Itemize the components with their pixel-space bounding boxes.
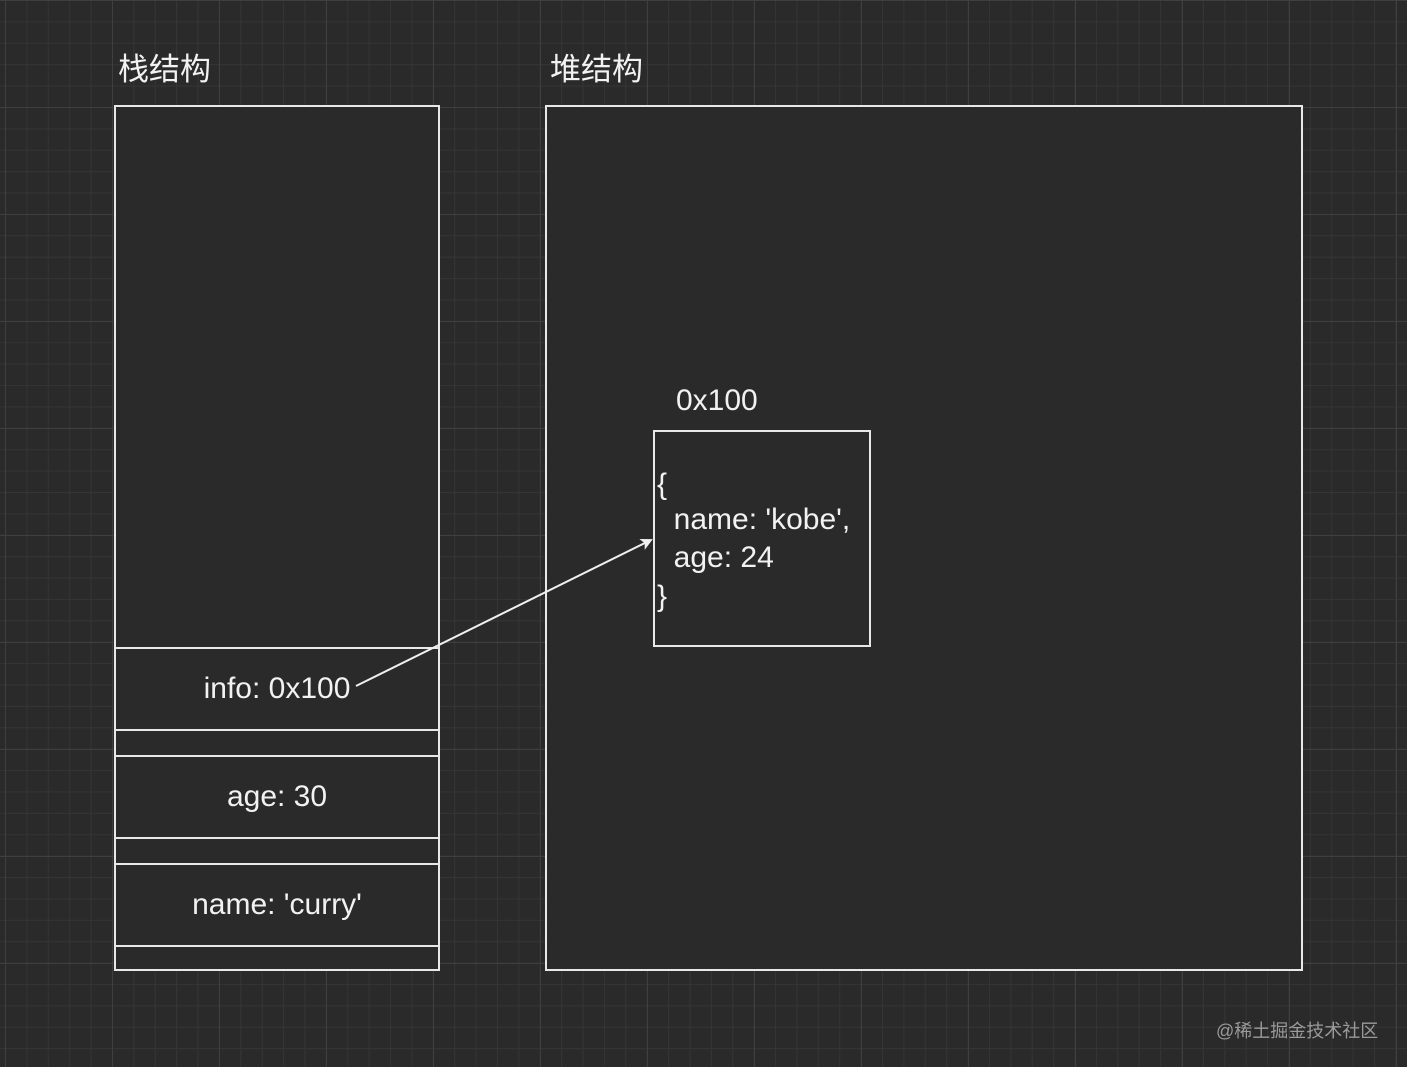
stack-cell-info: info: 0x100 [116, 647, 438, 729]
stack-cell-name: name: 'curry' [116, 863, 438, 945]
stack-cell-empty [116, 945, 438, 971]
heap-object-address: 0x100 [676, 384, 758, 417]
heap-title: 堆结构 [550, 52, 643, 87]
stack-container: info: 0x100 age: 30 name: 'curry' [114, 105, 440, 971]
heap-object-box: { name: 'kobe', age: 24 } [653, 430, 871, 647]
stack-cell-empty [116, 837, 438, 863]
stack-cell-empty [116, 729, 438, 755]
heap-object-line-open: { [657, 468, 668, 501]
watermark: @稀土掘金技术社区 [1216, 1021, 1379, 1041]
stack-cell-age-label: age: 30 [226, 780, 328, 813]
stack-cell-age: age: 30 [116, 755, 438, 837]
reference-arrow-line [355, 539, 653, 687]
stack-cell-name-label: name: 'curry' [192, 888, 362, 921]
stack-title: 栈结构 [118, 52, 211, 87]
heap-object-line-name: name: 'kobe', [657, 503, 851, 536]
stack-cell-info-label: info: 0x100 [203, 672, 351, 705]
heap-object-line-close: } [657, 580, 668, 613]
heap-object-line-age: age: 24 [657, 541, 774, 574]
